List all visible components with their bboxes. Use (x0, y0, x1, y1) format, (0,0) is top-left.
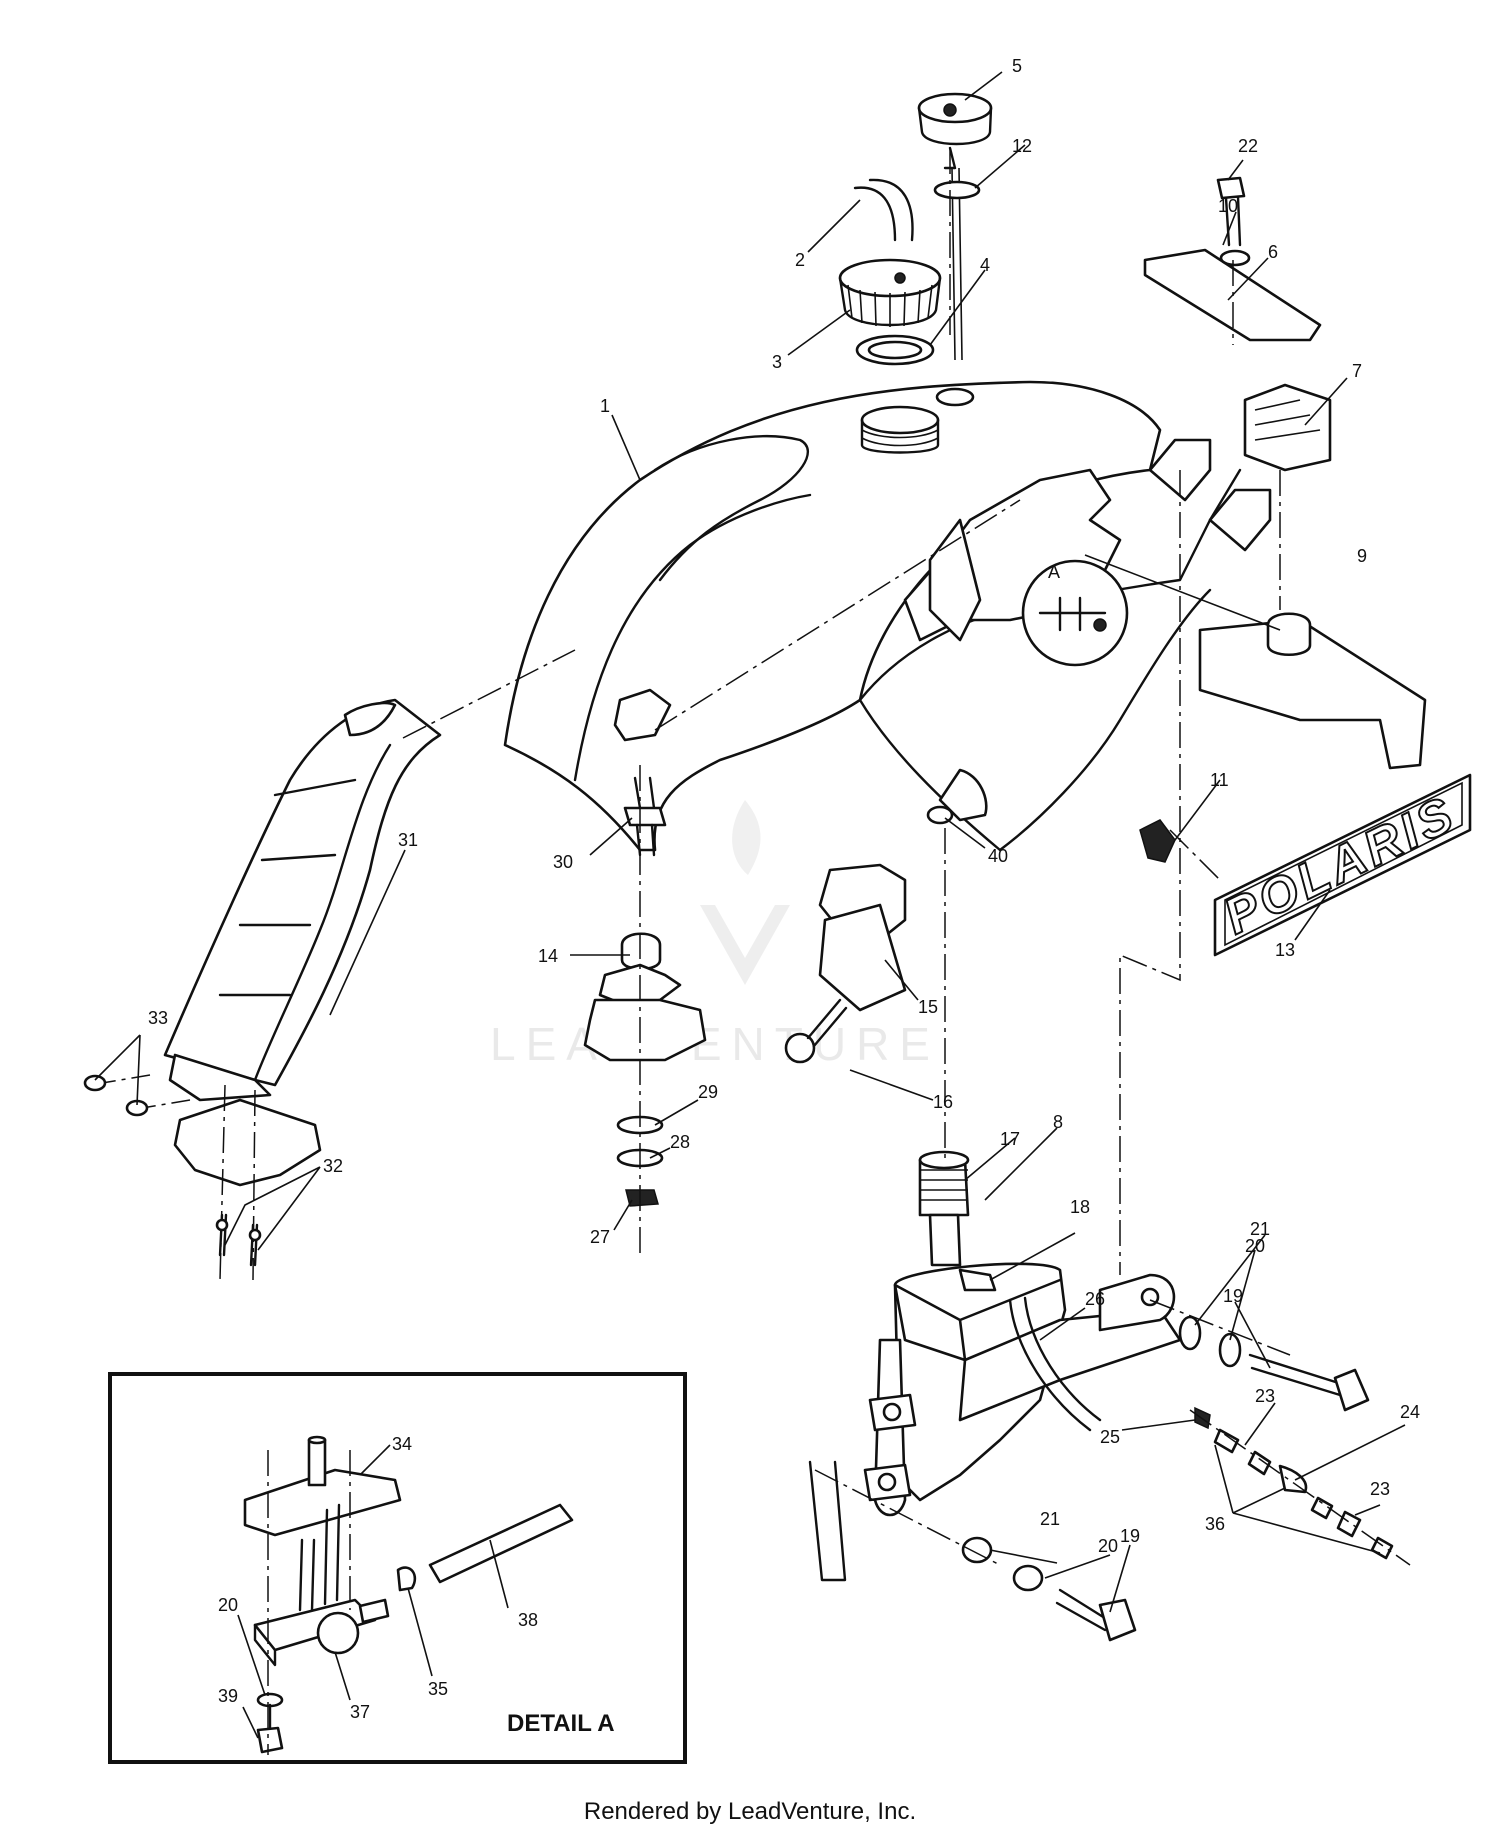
callout-5: 5 (1012, 56, 1022, 76)
callout-40: 40 (988, 846, 1008, 866)
callout-22: 22 (1238, 136, 1258, 156)
callout-23a: 23 (1255, 1386, 1275, 1406)
callout-36: 36 (1205, 1514, 1225, 1534)
callout-32: 32 (323, 1156, 343, 1176)
stud-30 (623, 776, 667, 857)
frame-stub (808, 1460, 847, 1582)
detail-a-marker: A (1048, 562, 1060, 582)
grommet-11 (1139, 819, 1176, 863)
callout-9: 9 (1357, 546, 1367, 566)
callout-30: 30 (553, 852, 573, 872)
nut-27 (625, 1189, 659, 1207)
callout-15: 15 (918, 997, 938, 1017)
foam-pad (1243, 383, 1332, 472)
emblem-text: POLARIS (1215, 785, 1464, 945)
vent-hose (853, 178, 914, 242)
tank-cap (838, 258, 942, 327)
callout-10: 10 (1218, 196, 1238, 216)
callout-33: 33 (148, 1008, 168, 1028)
callout-19a: 19 (1223, 1286, 1243, 1306)
callout-20a: 20 (1245, 1236, 1265, 1256)
fuel-gauge-cap (917, 92, 993, 361)
callout-20c: 20 (218, 1595, 238, 1615)
callout-12: 12 (1012, 136, 1032, 156)
oil-tank (863, 1150, 1182, 1517)
floor-panel-left (173, 1098, 322, 1187)
callout-34: 34 (392, 1434, 412, 1454)
watermark: LEADVENTURE (490, 800, 940, 1070)
rubber-mount-9 (1266, 612, 1312, 656)
callout-27: 27 (590, 1227, 610, 1247)
callout-37: 37 (350, 1702, 370, 1722)
callout-24: 24 (1400, 1402, 1420, 1422)
fuel-tank (503, 380, 1272, 852)
callout-35: 35 (428, 1679, 448, 1699)
callout-1: 1 (600, 396, 610, 416)
bracket-bolt (1216, 176, 1246, 247)
callout-26: 26 (1085, 1289, 1105, 1309)
detail-a-box: DETAIL A (108, 1372, 687, 1764)
callout-21b: 21 (1040, 1509, 1060, 1529)
callout-8: 8 (1053, 1112, 1063, 1132)
heat-shield-15 (818, 903, 907, 1012)
callout-7: 7 (1352, 361, 1362, 381)
callout-23b: 23 (1370, 1479, 1390, 1499)
washer-20-upper (1218, 1332, 1242, 1368)
callout-14: 14 (538, 946, 558, 966)
callout-21a: 21 (1250, 1219, 1270, 1239)
callout-6: 6 (1268, 242, 1278, 262)
polaris-emblem: POLARIS (1213, 773, 1472, 957)
washer-10 (1219, 249, 1251, 267)
detail-screw-39 (256, 1726, 284, 1754)
callout-labels: 1 2 3 4 5 6 7 8 9 10 11 12 13 14 15 16 1… (148, 56, 1420, 1722)
detail-plate-34 (243, 1468, 402, 1537)
callout-39: 39 (218, 1686, 238, 1706)
callout-17: 17 (1000, 1129, 1020, 1149)
callout-18: 18 (1070, 1197, 1090, 1217)
callout-13: 13 (1275, 940, 1295, 960)
washer-20-lower (1012, 1564, 1044, 1592)
rivets-32 (215, 1213, 262, 1267)
detail-clamp-35 (396, 1566, 417, 1592)
bolt-19-lower (1055, 1588, 1137, 1642)
detail-a-title: DETAIL A (507, 1710, 615, 1737)
footer-credit: Rendered by LeadVenture, Inc. (583, 1798, 917, 1825)
callout-19b: 19 (1120, 1526, 1140, 1546)
callout-29: 29 (698, 1082, 718, 1102)
rear-mount-plate (1198, 618, 1427, 770)
bushing-14 (620, 932, 662, 971)
callout-leaders (94, 71, 1406, 1739)
console-support (163, 698, 442, 1102)
callout-38: 38 (518, 1610, 538, 1630)
callout-2: 2 (795, 250, 805, 270)
screw-16 (784, 998, 848, 1064)
callout-3: 3 (772, 352, 782, 372)
gauge-seal (933, 180, 981, 200)
callout-11: 11 (1210, 770, 1229, 790)
callout-28: 28 (670, 1132, 690, 1152)
bolt-19-upper (1248, 1353, 1370, 1412)
callout-25: 25 (1100, 1427, 1120, 1447)
cap-gasket (855, 334, 935, 366)
callout-31: 31 (398, 830, 418, 850)
watermark-text: LEADVENTURE (490, 1018, 940, 1070)
callout-20b: 20 (1098, 1536, 1118, 1556)
callout-16: 16 (933, 1092, 953, 1112)
washer-33a (83, 1074, 107, 1092)
detail-knob-37 (316, 1611, 360, 1655)
plate-lower (583, 998, 707, 1062)
callout-4: 4 (980, 255, 990, 275)
detail-tube-38 (428, 1503, 574, 1584)
